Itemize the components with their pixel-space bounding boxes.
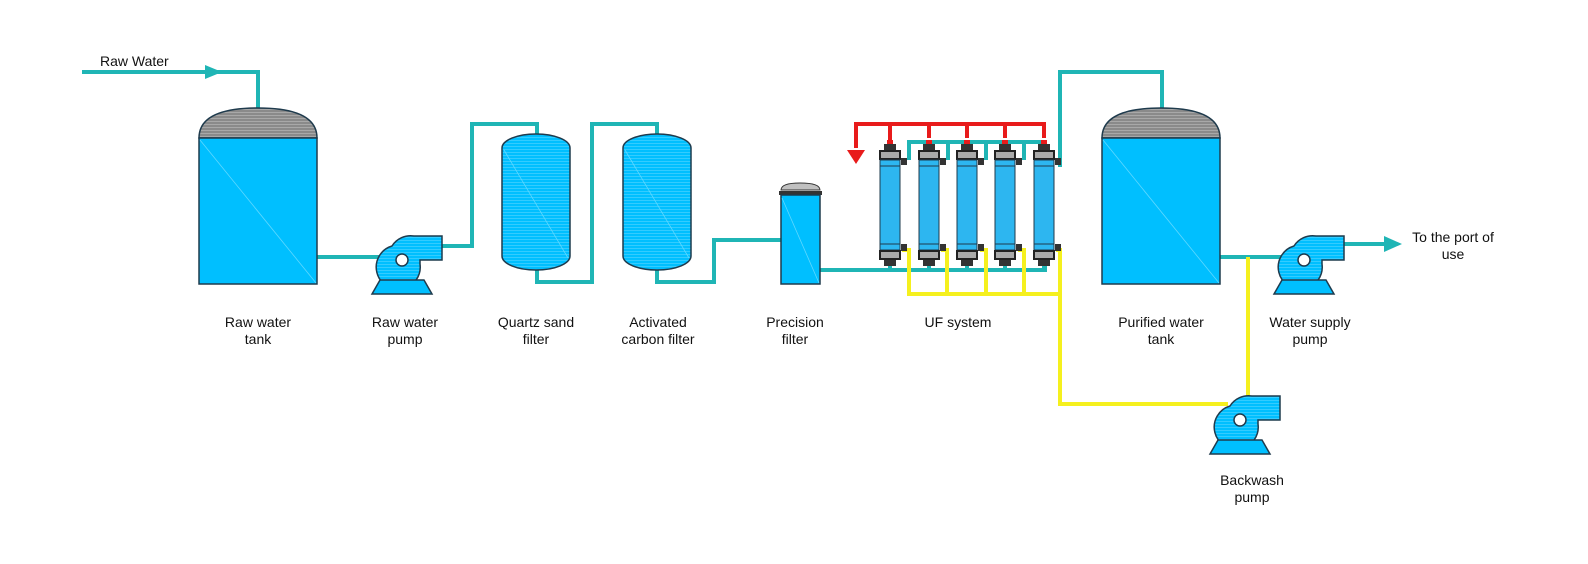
precision-filter[interactable] — [779, 182, 822, 285]
drain-arrow-icon — [847, 150, 865, 164]
raw-water-pump[interactable] — [371, 234, 443, 295]
purified-water-tank[interactable] — [1101, 107, 1221, 285]
raw-water-tank-label: Raw water tank — [224, 314, 292, 347]
raw-water-pump-label: Raw water pump — [371, 314, 439, 347]
water-supply-pump-label: Water supply pump — [1269, 314, 1351, 347]
uf-module[interactable] — [955, 139, 985, 272]
activated-carbon-filter-label: Activated carbon filter — [621, 314, 695, 347]
uf-system-label: UF system — [924, 314, 992, 330]
purified-water-tank-label: Purified water tank — [1118, 314, 1204, 347]
precision-filter-label: Precision filter — [766, 314, 824, 347]
uf-module[interactable] — [993, 139, 1023, 272]
outlet-arrow-icon — [1384, 236, 1402, 252]
inlet-label: Raw Water — [100, 53, 169, 69]
inlet-arrow-icon — [205, 65, 222, 79]
concentrate-pipes — [854, 122, 1046, 148]
water-supply-pump[interactable] — [1273, 234, 1345, 295]
raw-water-tank[interactable] — [198, 107, 318, 285]
outlet-label: To the port of use — [1412, 229, 1494, 262]
quartz-sand-filter[interactable] — [501, 133, 571, 271]
backwash-pump-label: Backwash pump — [1220, 472, 1284, 505]
activated-carbon-filter[interactable] — [622, 133, 692, 271]
quartz-sand-filter-label: Quartz sand filter — [497, 314, 575, 347]
